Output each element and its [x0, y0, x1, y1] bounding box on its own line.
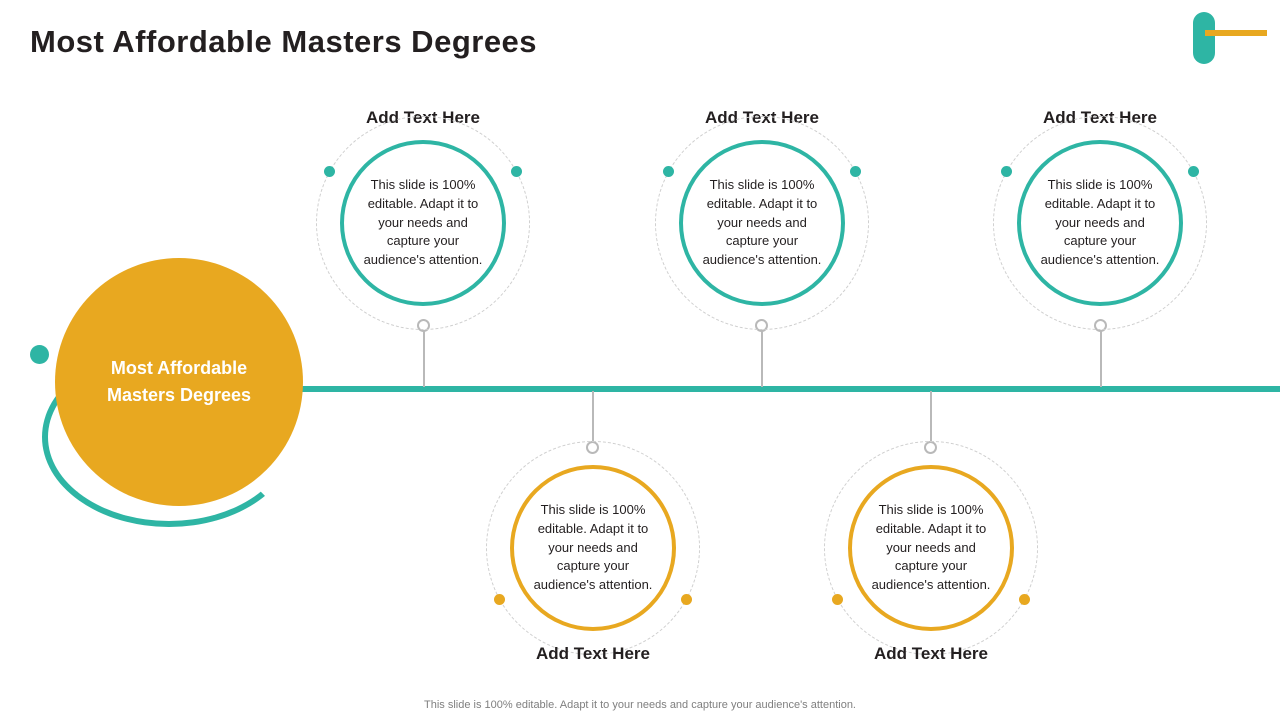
node-dashed-ring-5 — [824, 441, 1038, 655]
node-heading-4: Add Text Here — [536, 644, 650, 663]
decoration-pill-icon — [1193, 12, 1215, 64]
footer-note: This slide is 100% editable. Adapt it to… — [424, 699, 856, 711]
connector-line-4 — [592, 391, 594, 447]
node-dot-right-3 — [1188, 166, 1199, 177]
timeline-bar — [300, 386, 1280, 392]
node-dot-right-1 — [511, 166, 522, 177]
node-heading-5: Add Text Here — [874, 644, 988, 663]
node-3[interactable]: This slide is 100% editable. Adapt it to… — [993, 116, 1207, 330]
node-2[interactable]: This slide is 100% editable. Adapt it to… — [655, 116, 869, 330]
node-dot-left-4 — [494, 594, 505, 605]
hero-dot-icon — [30, 345, 49, 364]
hero-label-line1: Most Affordable — [110, 358, 248, 378]
node-dashed-ring-1 — [316, 116, 530, 330]
node-dot-left-3 — [1001, 166, 1012, 177]
node-dot-right-2 — [850, 166, 861, 177]
connector-line-5 — [930, 391, 932, 447]
node-text-4: This slide is 100% editable. Adapt it to… — [533, 501, 653, 593]
node-text-5: This slide is 100% editable. Adapt it to… — [871, 501, 991, 593]
node-4[interactable]: This slide is 100% editable. Adapt it to… — [486, 441, 700, 655]
node-1[interactable]: This slide is 100% editable. Adapt it to… — [316, 116, 530, 330]
node-dashed-ring-4 — [486, 441, 700, 655]
node-dot-right-4 — [681, 594, 692, 605]
node-circle-4: This slide is 100% editable. Adapt it to… — [510, 465, 676, 631]
hero-ring-accent — [42, 347, 296, 527]
node-text-1: This slide is 100% editable. Adapt it to… — [363, 176, 483, 268]
node-5[interactable]: This slide is 100% editable. Adapt it to… — [824, 441, 1038, 655]
hero-label-line2: Masters Degrees — [106, 385, 252, 405]
node-dashed-ring-2 — [655, 116, 869, 330]
node-dot-left-5 — [832, 594, 843, 605]
hero-label: Most Affordable Masters Degrees — [84, 355, 274, 409]
node-text-3: This slide is 100% editable. Adapt it to… — [1040, 176, 1160, 268]
node-text-2: This slide is 100% editable. Adapt it to… — [702, 176, 822, 268]
decoration-bar-icon — [1205, 30, 1267, 36]
node-circle-5: This slide is 100% editable. Adapt it to… — [848, 465, 1014, 631]
connector-line-2 — [761, 325, 763, 387]
node-dashed-ring-3 — [993, 116, 1207, 330]
node-dot-right-5 — [1019, 594, 1030, 605]
connector-line-1 — [423, 325, 425, 387]
node-circle-1: This slide is 100% editable. Adapt it to… — [340, 140, 506, 306]
connector-line-3 — [1100, 325, 1102, 387]
hero-circle[interactable]: Most Affordable Masters Degrees — [55, 258, 303, 506]
node-circle-2: This slide is 100% editable. Adapt it to… — [679, 140, 845, 306]
node-dot-left-1 — [324, 166, 335, 177]
node-dot-left-2 — [663, 166, 674, 177]
page-title: Most Affordable Masters Degrees — [30, 24, 538, 59]
node-circle-3: This slide is 100% editable. Adapt it to… — [1017, 140, 1183, 306]
